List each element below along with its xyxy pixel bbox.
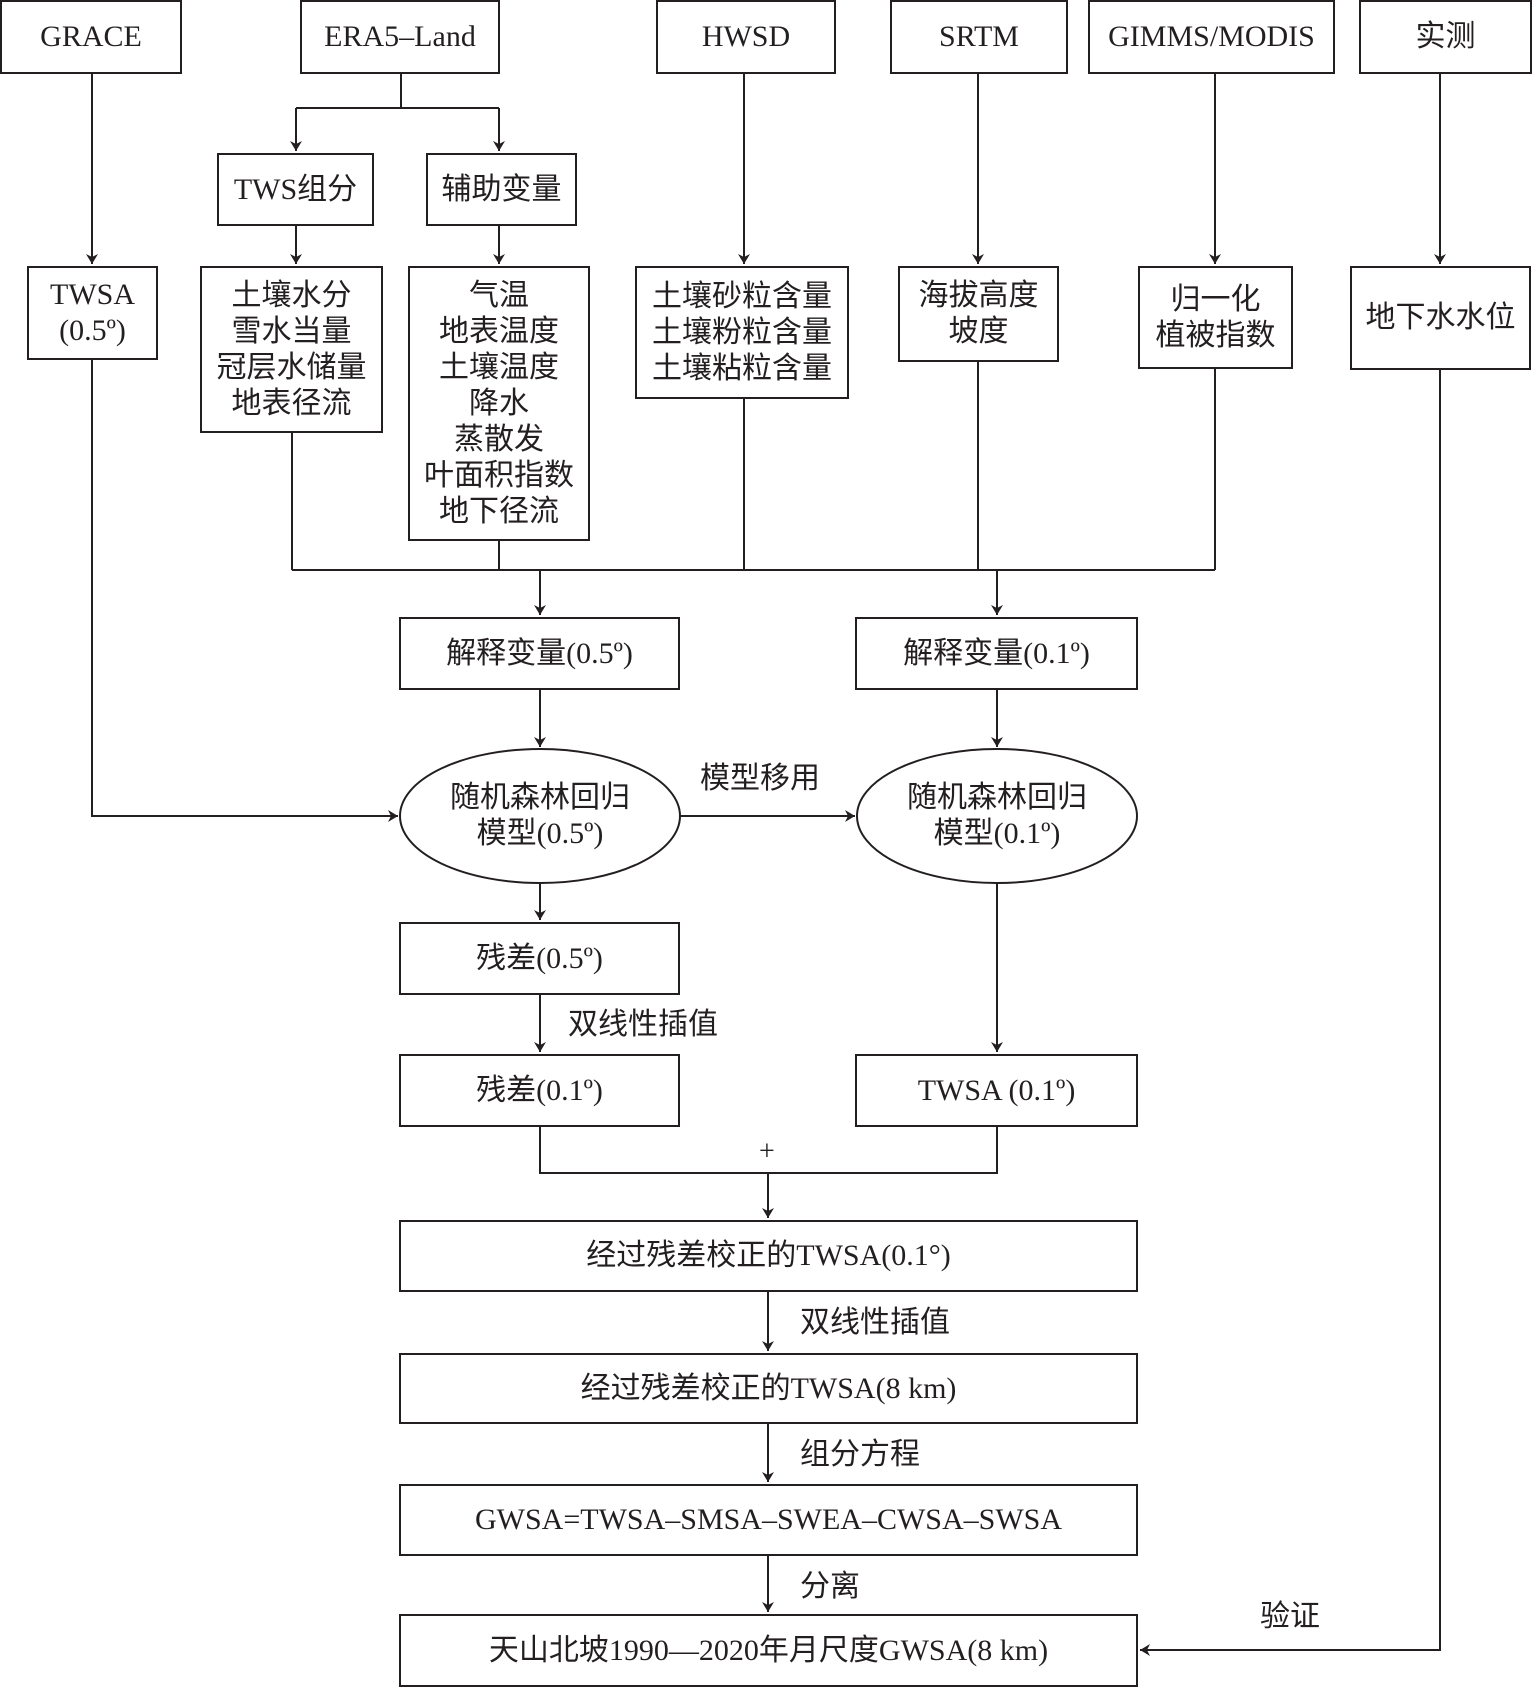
source-era5-label: ERA5–Land	[324, 20, 476, 53]
twsa01-box: TWSA (0.1º)	[855, 1054, 1138, 1127]
corrected01-label: 经过残差校正的TWSA(0.1°)	[586, 1239, 951, 1272]
rf05-line: 模型(0.5º)	[476, 817, 604, 850]
aux-item: 叶面积指数	[424, 458, 574, 492]
aux-variables-label: 辅助变量	[441, 172, 562, 206]
rf05-node: 随机森林回归 模型(0.5º)	[400, 770, 680, 862]
result-text: 天山北坡1990—2020年月尺度GWSA(8 km)	[488, 1633, 1049, 1667]
model-transfer-label: 模型移用	[700, 762, 820, 795]
equation-text: GWSA=TWSA–SMSA–SWEA–CWSA–SWSA	[475, 1503, 1062, 1536]
ndvi-line: 植被指数	[1155, 318, 1276, 352]
expl05-label: 解释变量(0.5º)	[446, 636, 633, 670]
interp-label-1: 双线性插值	[568, 1008, 718, 1041]
resid01-box: 残差(0.1º)	[399, 1054, 680, 1127]
source-measured: 实测	[1359, 0, 1532, 74]
ndvi-box: 归一化 植被指数	[1138, 266, 1293, 369]
expl01-label: 解释变量(0.1º)	[903, 636, 1090, 670]
aux-variables-box: 辅助变量	[426, 153, 577, 226]
aux-item: 降水	[469, 386, 529, 420]
tws-components-label: TWS组分	[233, 172, 358, 206]
separate-label: 分离	[800, 1570, 860, 1603]
expl05-box: 解释变量(0.5º)	[399, 617, 680, 690]
rf01-line: 模型(0.1º)	[933, 817, 1061, 850]
arrow-twsa-rf05	[91, 360, 398, 822]
plus-sign: +	[759, 1136, 775, 1167]
aux-item: 土壤温度	[439, 350, 559, 384]
source-hwsd: HWSD	[656, 0, 836, 74]
twsa05-line: (0.5º)	[59, 314, 126, 347]
source-srtm: SRTM	[890, 0, 1068, 74]
soil-item: 土壤砂粒含量	[652, 279, 832, 313]
aux-item: 气温	[469, 278, 529, 312]
source-era5-land: ERA5–Land	[300, 0, 500, 74]
gw-level-label: 地下水水位	[1365, 301, 1516, 334]
source-measured-label: 实测	[1415, 20, 1476, 53]
tws-item: 雪水当量	[231, 314, 352, 348]
ndvi-line: 归一化	[1170, 282, 1261, 316]
soil-list: 土壤砂粒含量 土壤粉粒含量 土壤粘粒含量	[635, 266, 849, 399]
resid05-box: 残差(0.5º)	[399, 922, 680, 995]
validate-label: 验证	[1260, 1600, 1320, 1633]
source-gimms-label: GIMMS/MODIS	[1108, 20, 1315, 53]
twsa05-line: TWSA	[50, 278, 135, 311]
soil-item: 土壤粘粒含量	[652, 351, 832, 385]
corrected8-box: 经过残差校正的TWSA(8 km)	[399, 1353, 1138, 1424]
aux-variables-list: 气温 地表温度 土壤温度 降水 蒸散发 叶面积指数 地下径流	[408, 266, 590, 541]
terrain-list: 海拔高度 坡度	[898, 266, 1059, 362]
corrected8-label: 经过残差校正的TWSA(8 km)	[580, 1371, 957, 1405]
tws-components-box: TWS组分	[217, 153, 374, 226]
source-hwsd-label: HWSD	[701, 20, 791, 53]
resid01-label: 残差(0.1º)	[476, 1073, 603, 1107]
tws-components-list: 土壤水分 雪水当量 冠层水储量 地表径流	[200, 266, 383, 433]
aux-item: 地下径流	[439, 494, 559, 528]
gw-level-box: 地下水水位	[1350, 266, 1531, 370]
twsa05-box: TWSA (0.5º)	[27, 266, 158, 360]
source-srtm-label: SRTM	[939, 20, 1019, 53]
expl01-box: 解释变量(0.1º)	[855, 617, 1138, 690]
source-grace-label: GRACE	[40, 20, 142, 53]
tws-item: 土壤水分	[231, 278, 352, 312]
rf05-ellipse	[399, 748, 681, 884]
aux-item: 蒸散发	[454, 422, 544, 456]
corrected01-box: 经过残差校正的TWSA(0.1°)	[399, 1220, 1138, 1292]
tws-item: 冠层水储量	[216, 350, 367, 384]
resid05-label: 残差(0.5º)	[476, 941, 603, 975]
aux-item: 地表温度	[439, 314, 559, 348]
terrain-item: 坡度	[948, 315, 1009, 348]
rf01-line: 随机森林回归	[907, 781, 1087, 814]
tws-item: 地表径流	[231, 386, 352, 420]
equation-label: 组分方程	[800, 1438, 920, 1471]
rf05-line: 随机森林回归	[450, 781, 630, 814]
source-grace: GRACE	[0, 0, 182, 74]
twsa01-label: TWSA (0.1º)	[917, 1073, 1076, 1107]
source-gimms-modis: GIMMS/MODIS	[1088, 0, 1335, 74]
arrow-validate	[1140, 370, 1441, 1656]
result-box: 天山北坡1990—2020年月尺度GWSA(8 km)	[399, 1614, 1138, 1687]
rf01-ellipse	[856, 748, 1138, 884]
terrain-item: 海拔高度	[918, 279, 1039, 312]
soil-item: 土壤粉粒含量	[652, 315, 832, 349]
equation-box: GWSA=TWSA–SMSA–SWEA–CWSA–SWSA	[399, 1484, 1138, 1556]
interp-label-2: 双线性插值	[800, 1306, 950, 1339]
rf01-node: 随机森林回归 模型(0.1º)	[857, 770, 1137, 862]
